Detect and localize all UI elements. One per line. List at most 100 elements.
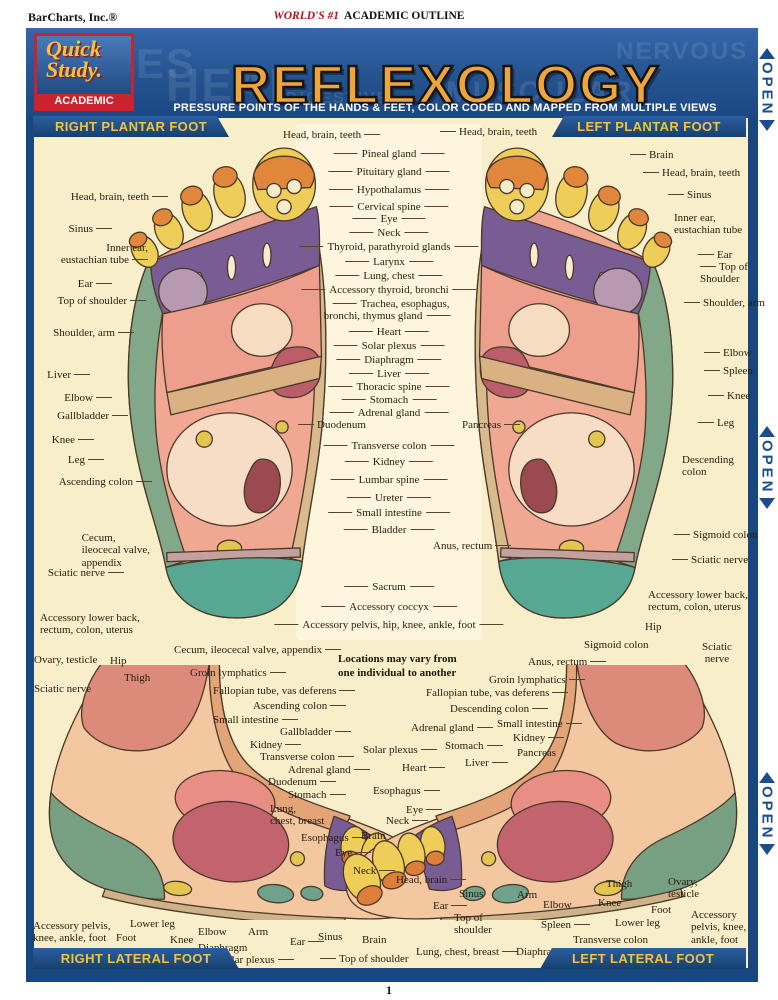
label-arm: Arm [517, 889, 538, 901]
label-accessory-coccyx: Accessory coccyx [317, 601, 461, 613]
page-title: REFLEXOLOGY [230, 54, 662, 116]
label-ovary-testicle: Ovary, testicle [668, 876, 700, 901]
label-cecum: Cecum, ileocecal valve, appendix [174, 644, 341, 656]
label-gallbladder: Gallbladder [280, 726, 351, 738]
label-pineal-gland: Pineal gland [330, 148, 449, 160]
label-lung-chest-breast: Lung, chest, breast [270, 803, 325, 828]
label-brain: Brain [630, 149, 673, 161]
label-adrenal-gland: Adrenal gland [288, 764, 370, 776]
triangle-up-icon [759, 426, 775, 437]
label-gallbladder: Gallbladder [57, 410, 128, 422]
open-label: OPEN [758, 440, 776, 495]
label-ear: Ear [78, 278, 112, 290]
label-ascending-colon: Ascending colon [253, 700, 346, 712]
label-diaphragm: Diaphragm [332, 354, 445, 366]
open-tab: OPEN [757, 426, 777, 509]
label-shoulder-arm: Shoulder, arm [684, 297, 765, 309]
label-bladder: Bladder [340, 524, 439, 536]
label-hip: Hip [645, 621, 662, 633]
label-brain: Brain [362, 934, 387, 946]
label-brain: Brain [361, 830, 386, 842]
watermark-text: MUSCULAR [446, 76, 634, 109]
label-sciatic-nerve: Sciatic nerve [702, 641, 732, 666]
label-knee: Knee [170, 934, 194, 946]
logo-word-quick: Quick [46, 36, 101, 61]
label-neck: Neck [386, 815, 428, 827]
label-heart: Heart [345, 326, 433, 338]
label-thyroid-parathyroid: Thyroid, parathyroid glands [295, 241, 482, 253]
label-pancreas: Pancreas [462, 419, 520, 431]
label-top-of-shoulder: Top of shoulder [58, 295, 147, 307]
triangle-down-icon [759, 119, 775, 131]
label-inner-ear: Inner ear, eustachian tube [60, 242, 148, 267]
label-sinus: Sinus [318, 931, 343, 943]
label-eye: Eye [335, 847, 371, 859]
label-head-brain-teeth: Head, brain, teeth [283, 129, 380, 141]
label-liver: Liver [47, 369, 90, 381]
label-sciatic-nerve: Sciatic nerve [34, 683, 92, 695]
label-groin-lymphatics: Groin lymphatics [190, 667, 286, 679]
label-accessory-lower-back: Accessory lower back, rectum, colon, ute… [40, 612, 140, 637]
label-descending-colon: Descending colon [682, 454, 734, 479]
label-stomach: Stomach [288, 789, 346, 801]
label-groin-lymphatics: Groin lymphatics [489, 674, 585, 686]
triangle-up-icon [759, 48, 775, 59]
logo-academic-band: ACADEMIC [37, 94, 131, 108]
label-esophagus: Esophagus [301, 832, 368, 844]
label-knee: Knee [52, 434, 94, 446]
section-bar-left-lateral: LEFT LATERAL FOOT [540, 948, 746, 969]
label-fallopian-tube: Fallopian tube, vas deferens [426, 687, 568, 699]
label-transverse-colon: Transverse colon [319, 440, 458, 452]
open-label: OPEN [758, 786, 776, 841]
label-neck: Neck [353, 865, 395, 877]
label-descending-colon: Descending colon [450, 703, 548, 715]
label-small-intestine: Small intestine [497, 718, 582, 730]
tagline-emphasis: WORLD'S #1 [273, 10, 340, 22]
label-cervical-spine: Cervical spine [325, 201, 452, 213]
label-accessory-thyroid-bronchi: Accessory thyroid, bronchi [297, 284, 480, 296]
label-thigh: Thigh [606, 878, 633, 890]
label-elbow: Elbow [64, 392, 112, 404]
label-foot: Foot [651, 904, 672, 916]
label-elbow: Elbow [543, 899, 572, 911]
label-thigh: Thigh [124, 672, 151, 684]
label-liver: Liver [345, 368, 433, 380]
label-small-intestine: Small intestine [324, 507, 454, 519]
label-stomach: Stomach [445, 740, 503, 752]
label-accessory-pelvis: Accessory pelvis, knee, ankle, foot [691, 909, 747, 946]
label-elbow: Elbow [704, 347, 752, 359]
label-ascending-colon: Ascending colon [59, 476, 152, 488]
watermark-text: HEAL [166, 59, 300, 111]
triangle-up-icon [759, 772, 775, 783]
label-kidney: Kidney [513, 732, 564, 744]
logo-word-study: Study. [46, 56, 103, 82]
section-bar-right-plantar: RIGHT PLANTAR FOOT [33, 116, 229, 137]
label-hip: Hip [110, 655, 127, 667]
section-bar-left-plantar: LEFT PLANTAR FOOT [552, 116, 746, 137]
label-esophagus: Esophagus [373, 785, 440, 797]
publisher-name: BarCharts, Inc.® [28, 10, 118, 24]
label-anus-rectum: Anus, rectum [528, 656, 606, 668]
label-elbow: Elbow [198, 926, 227, 938]
label-spleen: Spleen [541, 919, 590, 931]
label-small-intestine: Small intestine [213, 714, 298, 726]
label-ear: Ear [433, 900, 467, 912]
label-ureter: Ureter [343, 492, 435, 504]
label-sciatic-nerve: Sciatic nerve [48, 567, 124, 579]
label-larynx: Larynx [341, 256, 437, 268]
label-accessory-lower-back: Accessory lower back, rectum, colon, ute… [648, 589, 748, 614]
section-bar-right-lateral: RIGHT LATERAL FOOT [33, 948, 239, 969]
watermark-text: NERVOUS [616, 38, 749, 65]
label-pancreas: Pancreas [517, 747, 557, 759]
label-duodenum: Duodenum [298, 419, 366, 431]
label-thoracic-spine: Thoracic spine [324, 381, 453, 393]
label-eye: Eye [406, 804, 442, 816]
label-lower-leg: Lower leg [130, 918, 175, 930]
label-trachea-esophagus: Trachea, esophagus, bronchi, thymus glan… [324, 298, 455, 323]
label-ear: Ear [290, 936, 324, 948]
label-sinus: Sinus [668, 189, 711, 201]
watermark-text: DIGESTIVE [286, 90, 390, 107]
label-kidney: Kidney [250, 739, 301, 751]
label-top-of-shoulder: Top of shoulder [320, 953, 409, 965]
